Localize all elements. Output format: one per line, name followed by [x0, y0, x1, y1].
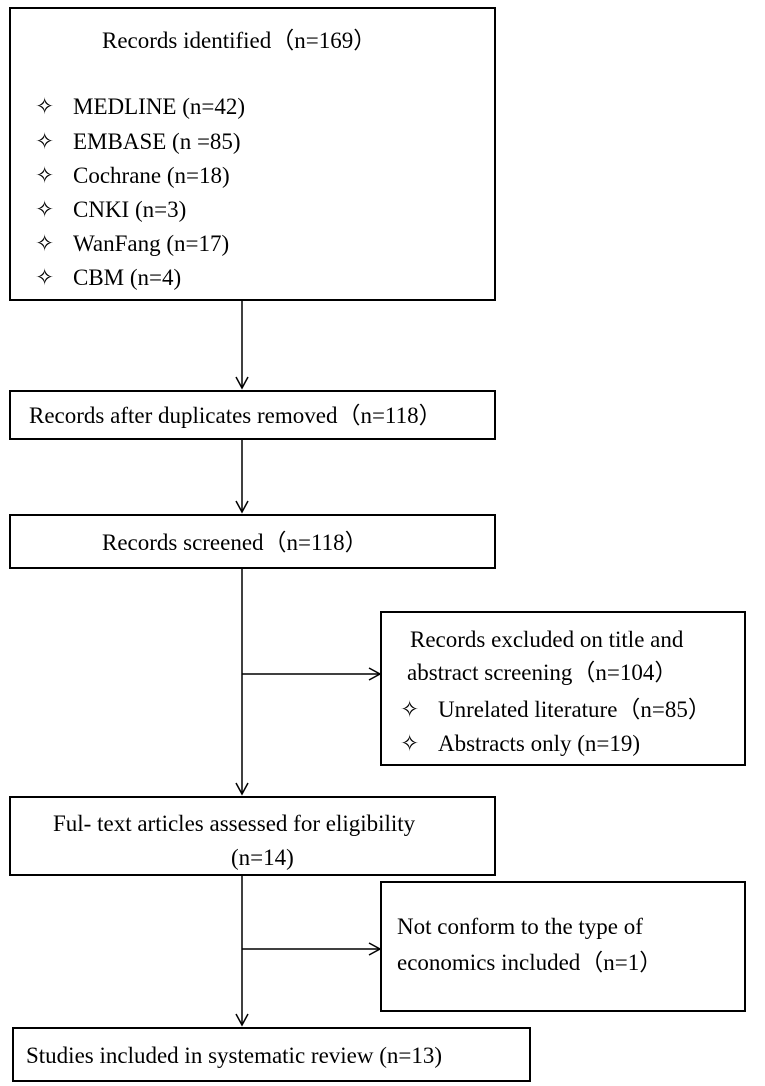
- source-item-embase: ✧ EMBASE (n =85): [35, 130, 241, 153]
- source-item-wanfang: ✧ WanFang (n=17): [35, 232, 229, 255]
- fulltext-line2: (n=14): [231, 845, 294, 870]
- excluded-title-line1: Records excluded on title and: [410, 627, 684, 652]
- bullet-icon: ✧: [35, 129, 55, 154]
- not-conform-box: Not conform to the type of economics inc…: [380, 881, 746, 1012]
- fulltext-assessed-box: Ful- text articles assessed for eligibil…: [9, 796, 496, 876]
- bullet-icon: ✧: [35, 231, 55, 256]
- source-item-cnki: ✧ CNKI (n=3): [35, 198, 186, 221]
- records-identified-box: Records identified（n=169） ✧ MEDLINE (n=42…: [9, 7, 496, 301]
- records-screened-text: Records screened（n=118）: [102, 530, 368, 555]
- source-label: Cochrane (n=18): [73, 163, 230, 188]
- studies-included-box: Studies included in systematic review (n…: [12, 1027, 531, 1082]
- source-item-medline: ✧ MEDLINE (n=42): [35, 95, 245, 118]
- bullet-icon: ✧: [35, 163, 55, 188]
- source-label: CNKI (n=3): [73, 197, 187, 222]
- bullet-icon: ✧: [35, 265, 55, 290]
- bullet-icon: ✧: [35, 94, 55, 119]
- source-label: WanFang (n=17): [73, 231, 230, 256]
- excluded-label: Abstracts only (n=19): [438, 731, 641, 756]
- bullet-icon: ✧: [35, 197, 55, 222]
- duplicates-removed-box: Records after duplicates removed（n=118）: [9, 390, 496, 440]
- bullet-icon: ✧: [400, 731, 420, 756]
- excluded-label: Unrelated literature（n=85）: [438, 697, 711, 722]
- excluded-item-unrelated: ✧ Unrelated literature（n=85）: [400, 698, 711, 721]
- studies-included-text: Studies included in systematic review (n…: [26, 1043, 443, 1068]
- source-label: EMBASE (n =85): [73, 129, 241, 154]
- records-excluded-box: Records excluded on title and abstract s…: [380, 611, 746, 766]
- source-label: CBM (n=4): [73, 265, 182, 290]
- records-identified-title: Records identified（n=169）: [102, 28, 377, 53]
- bullet-icon: ✧: [400, 697, 420, 722]
- duplicates-removed-text: Records after duplicates removed（n=118）: [29, 403, 442, 428]
- excluded-item-abstracts: ✧ Abstracts only (n=19): [400, 732, 640, 755]
- source-item-cochrane: ✧ Cochrane (n=18): [35, 164, 230, 187]
- not-conform-line2: economics included（n=1）: [397, 950, 663, 975]
- records-screened-box: Records screened（n=118）: [9, 514, 496, 569]
- not-conform-line1: Not conform to the type of: [397, 914, 643, 939]
- fulltext-line1: Ful- text articles assessed for eligibil…: [53, 811, 416, 836]
- excluded-title-line2: abstract screening（n=104）: [407, 660, 678, 685]
- source-label: MEDLINE (n=42): [73, 94, 246, 119]
- source-item-cbm: ✧ CBM (n=4): [35, 266, 181, 289]
